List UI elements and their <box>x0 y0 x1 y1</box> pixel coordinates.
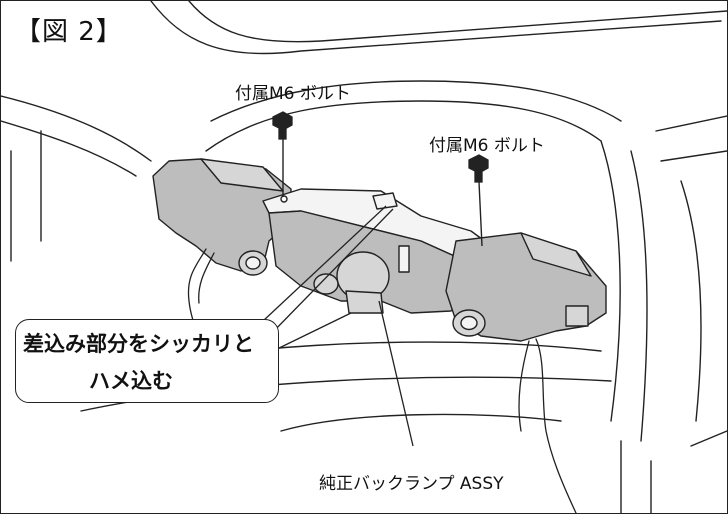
panel-contour-right <box>600 140 621 422</box>
callout-leader-2 <box>268 208 394 337</box>
bolt-right-group <box>468 154 489 247</box>
wire-right-b <box>518 340 530 432</box>
product-leader <box>378 300 414 447</box>
panel-contour-mid2 <box>210 80 622 122</box>
center-pin <box>398 245 410 273</box>
bolt-label-left: 付属M6 ボルト <box>235 84 351 104</box>
bolt-left-group <box>272 111 293 197</box>
panel-contour-bottom3 <box>280 413 562 432</box>
callout-leader-3 <box>272 312 352 352</box>
bracket-hole-left <box>280 195 288 203</box>
bolt-right-head <box>468 154 489 174</box>
panel-contour-left <box>1 95 152 162</box>
panel-contour-right2 <box>630 150 648 442</box>
panel-contour-mid <box>205 100 602 152</box>
panel-contour-right5 <box>680 180 702 422</box>
panel-contour-top <box>150 1 722 55</box>
center-small-socket <box>313 273 339 295</box>
panel-contour-bottom6 <box>690 430 727 447</box>
center-connector <box>345 290 384 314</box>
callout-text-line1: 差込み部分をシッカリと <box>23 332 254 356</box>
callout-text-line2: ハメ込む <box>89 369 173 393</box>
right-lamp-face <box>520 232 592 277</box>
bolt-right-guide <box>478 181 483 247</box>
callout-box <box>15 319 279 403</box>
panel-contour-right3 <box>655 115 727 132</box>
bolt-left-head <box>272 111 293 131</box>
callout-leader-1 <box>262 205 387 322</box>
wire-left-b <box>198 252 215 304</box>
right-connector <box>565 305 589 327</box>
bracket-tab <box>372 192 398 210</box>
bolt-label-right: 付属M6 ボルト <box>429 136 545 156</box>
product-label: 純正バックランプ ASSY <box>319 474 504 494</box>
panel-contour-left2 <box>1 120 137 177</box>
panel-contour-upper <box>188 1 727 43</box>
panel-contour-right4 <box>660 150 727 162</box>
figure-title: 【図 2】 <box>15 17 123 47</box>
wire-right <box>535 338 577 513</box>
